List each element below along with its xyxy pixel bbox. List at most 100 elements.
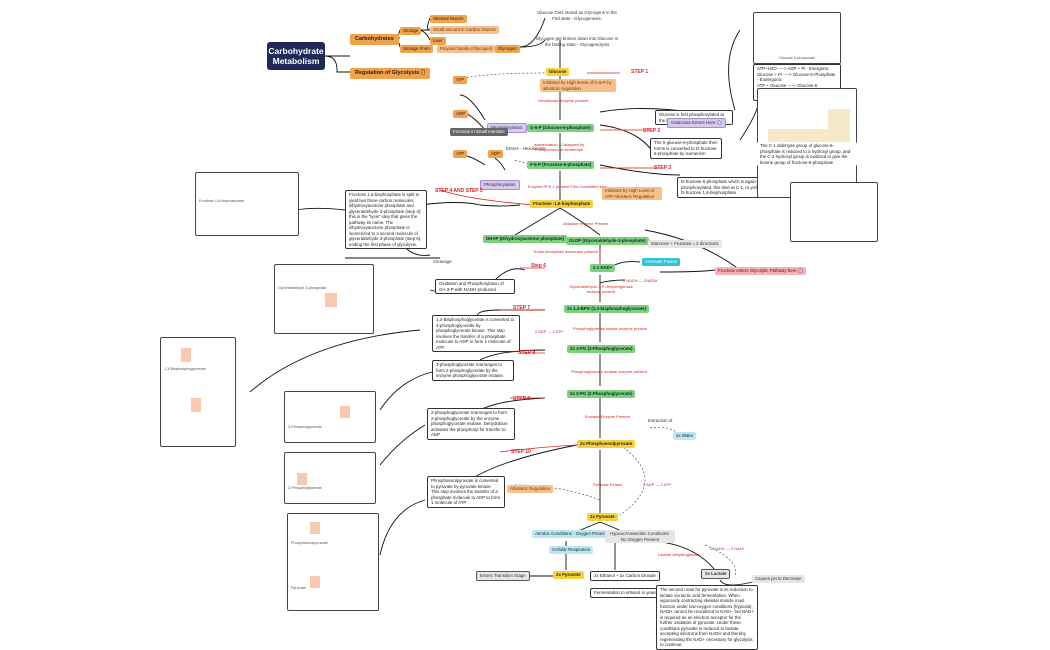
hexokinase-label: Hexokinase enzyme present	[538, 98, 589, 103]
nadh2-label: 2 NADH --- 2 NAD+	[710, 546, 746, 551]
storage-node[interactable]: Storage	[400, 27, 422, 35]
note-icon: 🗋	[420, 70, 426, 76]
figure-box	[828, 109, 850, 145]
second-route-note[interactable]: The second route for pyruvate is its red…	[656, 585, 758, 650]
pg3-node[interactable]: 2x 3-PG (3-Phosphoglycerate)	[567, 345, 636, 353]
link-icon-2: ◯	[797, 268, 803, 273]
step-4-5-label: STEP 4 AND STEP 5	[435, 188, 483, 194]
pfk1-label: Enzyme PFK-1 present First Committed ste…	[528, 184, 608, 189]
atp-node[interactable]: ATP	[453, 76, 468, 84]
oxidation-note[interactable]: Oxidation and Phosphorylation of GA-3-P …	[435, 279, 515, 294]
figure-caption: 2-Phosphoglycerate	[288, 486, 322, 490]
figure-caption: Phosphoenolpyruvate	[291, 541, 328, 545]
g6p-converted-note[interactable]: The 6-glucose-6-phosphate then forms is …	[650, 138, 722, 159]
g6p-node[interactable]: G-6-P (Glucose-6-phosphate)	[527, 124, 594, 132]
pg3-figure: 3-Phosphoglycerate	[284, 391, 376, 443]
pyruvate2-node[interactable]: 2x Pyruvate	[553, 571, 584, 579]
enters-hexokinase-label: Enters - Hexokinase	[506, 146, 546, 151]
step-2-label: STEP 2	[643, 128, 661, 134]
isomerization-label: Isomerization - Catalysed by Phosphohexo…	[533, 142, 585, 152]
ethanol-node[interactable]: 2x Ethanol + 2x Carbon Dioxide	[590, 571, 660, 581]
f6p-node[interactable]: F-6-P (Fructose-6-phosphate)	[527, 161, 595, 169]
hypoxic-node[interactable]: Hypoxic/Anaerobic Conditions-No Oxygen P…	[605, 530, 675, 543]
atp-node-2[interactable]: ATP	[453, 150, 468, 158]
adp-node-2[interactable]: ADP	[488, 150, 504, 158]
link-icon: ◯	[716, 120, 722, 125]
nad-node[interactable]: 2 x NAD+	[590, 264, 616, 272]
polysaccharide-node[interactable]: Polysaccharide (Glycogen)	[437, 45, 496, 53]
pyruvate-kinase-label: Pyruvate Kinase	[593, 482, 623, 487]
figure-caption: Glucose 6-phosphate	[778, 56, 816, 60]
split-note[interactable]: Fructose 1,6-bisphosphate is split to yi…	[345, 190, 427, 249]
dhap-node[interactable]: DHAP (Dihydroxyacetone phosphate)	[483, 235, 567, 243]
figure-highlight	[325, 293, 337, 307]
gadp-node[interactable]: GLDP (Glyceraldehyde-3-phosphate)	[566, 237, 649, 245]
water-node[interactable]: 2x Water	[673, 432, 697, 440]
fructose16-figure	[790, 182, 878, 242]
small-amount-node[interactable]: Small amount in Cardiac Muscle	[430, 26, 499, 34]
rearranges-note[interactable]: 3-phosphoglycerate rearranges to form 2-…	[432, 360, 514, 381]
figure-highlight	[191, 398, 201, 412]
pep-node[interactable]: 2x Phosphoenolpyruvate	[577, 440, 636, 448]
ph-node[interactable]: Causes pH to Decrease	[752, 575, 805, 583]
bpg-converted-note[interactable]: 1,3-Bisphosphoglycerate is converted to …	[432, 315, 520, 352]
f6p-again-note[interactable]: D-fructose-6-phosphate which is again ph…	[677, 177, 769, 198]
bpg-node[interactable]: 2x 1,3-BPG (1,3-bisphosphoglycerate)	[564, 305, 650, 313]
galactose-label: Galactose Enters Here	[671, 120, 716, 125]
main-title[interactable]: Carbohydrate Metabolism	[267, 42, 325, 70]
gap-figure: Glyceraldehyde 3-phosphate	[274, 264, 374, 334]
cellular-node[interactable]: Cellular Respiration	[549, 546, 594, 554]
aerobic-node[interactable]: Aerobic Conditions - Oxygen Present	[532, 530, 611, 538]
figure-caption: 3-Phosphoglycerate	[288, 425, 322, 429]
glucose-stored-note: Glucose Gets stored as Glycogens in the …	[537, 10, 617, 21]
step-8-label: STEP 8	[518, 350, 536, 356]
glucose6p-figure: Glucose 6-phosphate	[753, 12, 841, 64]
aldolase-label: Aldolase enzyme Present	[563, 221, 609, 226]
step-6-label: Step 6	[531, 263, 547, 269]
step-9-label: STEP 9	[513, 396, 531, 402]
skeletal-node[interactable]: Skeletal Muscle	[430, 15, 467, 23]
transition-node[interactable]: Enters Transition Stage	[476, 571, 530, 581]
extraction-label: Extraction of	[648, 418, 673, 423]
figure-caption: 1,3-Bisphosphoglycerate	[164, 367, 206, 371]
liver-node[interactable]: Liver	[430, 37, 446, 45]
inhibited-atp-note[interactable]: Inhibited by High Level of ATP Allosteri…	[602, 187, 662, 200]
storage-form-node[interactable]: Storage Form	[400, 45, 433, 53]
step-10-label: STEP 10	[511, 449, 531, 455]
adp-node[interactable]: ADP	[453, 110, 469, 118]
triose-label: Triose phosphate isomerase present	[533, 249, 598, 254]
rearranges2-note[interactable]: 2-phosphoglycerate rearranges to form 2-…	[427, 408, 515, 440]
pg2-node[interactable]: 2x 2-PG (2-Phosphoglycerate)	[567, 390, 636, 398]
adp-atp-label-2: 2 ADP --- 2 ATP	[643, 482, 672, 487]
figure-caption: Fructose 1,6-bisphosphate	[199, 199, 244, 203]
fructose-intestine-node[interactable]: Fructose in Small Intestine	[450, 128, 508, 136]
bpg-figure: 1,3-Bisphosphoglycerate	[160, 337, 236, 447]
inhibited-g6p-note[interactable]: Inhibited by High levels of G-6-P by all…	[540, 79, 616, 92]
fructose-enters-node[interactable]: Fructose enters Glycolytic Pathway here …	[715, 267, 806, 275]
carbohydrates-node[interactable]: Carbohydrates	[350, 34, 399, 45]
enolase-label: Enolase Enzyme Present	[585, 414, 630, 419]
galactose-node[interactable]: Galactose Enters Here ◯	[667, 118, 726, 128]
figure-highlight	[310, 576, 320, 588]
pep-converted-note[interactable]: Phosphoenolpyruvate is converted to pyru…	[427, 476, 505, 508]
gapdh-label: Glyceraldehyde-3-P dehydrogenase enzyme …	[569, 284, 633, 294]
arsenate-node[interactable]: Arsenate Poison	[642, 258, 681, 266]
c1-aldehyde-note[interactable]: The C-1 aldehyde group of glucose-6-phos…	[757, 142, 857, 166]
pyruvate-node[interactable]: 2x Pyruvate	[587, 513, 618, 521]
lactate-node[interactable]: 2x Lactate	[701, 569, 731, 579]
pgk-label: Phosphoglycerate kinase enzyme present	[573, 326, 648, 331]
step-7-label: STEP 7	[513, 305, 531, 311]
mannose-node[interactable]: Mannose + Fructose = 2 directions	[648, 240, 722, 248]
glycogen-broken-note: Glycogen get broken down into Glucose in…	[535, 36, 619, 47]
fermentation-node[interactable]: Fermentation to ethanol in yeast	[590, 588, 661, 598]
regulation-node[interactable]: Regulation of Glycolysis 🗋	[350, 68, 431, 79]
fructose-bisphosphate-figure: Fructose 1,6-bisphosphate	[195, 172, 299, 236]
cleavage-label: Cleavage	[433, 259, 452, 264]
glycogen-node[interactable]: Glycogen	[495, 45, 520, 53]
allosteric-node[interactable]: Allosteric Regulation	[507, 485, 554, 493]
figure-highlight	[310, 522, 320, 534]
phosphorylation-node-2[interactable]: Phosphorylation	[480, 180, 520, 190]
glucose-node[interactable]: Glucose	[546, 68, 570, 76]
f16bp-node[interactable]: Fructose -1,6-bisphosphate	[530, 200, 594, 208]
fructose-enters-label: Fructose enters Glycolytic Pathway here	[718, 268, 797, 273]
